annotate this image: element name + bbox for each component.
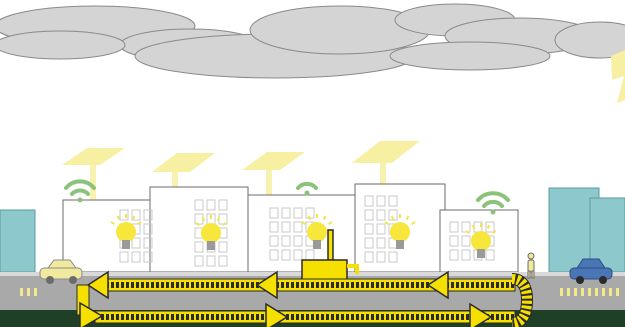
cloud-icon: [0, 4, 625, 78]
building-left: [0, 210, 35, 272]
cloud-layer: [0, 4, 625, 103]
lightning-icon: [611, 50, 625, 103]
wifi-icon: [298, 184, 316, 196]
wifi-icon: [66, 181, 94, 202]
building: [63, 200, 163, 272]
